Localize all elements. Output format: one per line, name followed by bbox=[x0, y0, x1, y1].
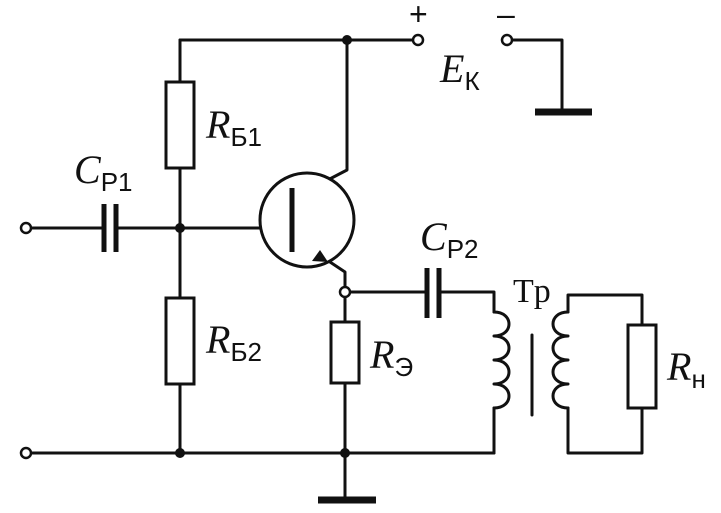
transistor-npn bbox=[258, 171, 356, 269]
wires bbox=[28, 38, 644, 502]
terminal-supply-minus bbox=[500, 33, 514, 47]
label-ek: EК bbox=[439, 46, 480, 96]
junction-dot-top bbox=[342, 35, 352, 45]
capacitor-cp1 bbox=[101, 204, 119, 252]
capacitor-cp2 bbox=[424, 268, 442, 318]
resistor-rb1 bbox=[164, 80, 196, 170]
junction-dot-bottom-left bbox=[175, 448, 185, 458]
terminal-input bbox=[19, 221, 33, 235]
terminal-common bbox=[19, 446, 33, 460]
resistor-re bbox=[329, 320, 361, 385]
secondary-top-wire bbox=[566, 293, 644, 327]
transformer-tp bbox=[492, 310, 570, 417]
label-rb2: RБ2 bbox=[205, 317, 262, 367]
junction-dot-bottom-mid bbox=[340, 448, 350, 458]
resistor-rn bbox=[626, 323, 658, 410]
label-transformer: Tp bbox=[513, 273, 551, 310]
terminal-emitter-output bbox=[338, 285, 352, 299]
resistor-rb2 bbox=[164, 296, 196, 386]
negative-supply-wire bbox=[510, 38, 564, 114]
label-cp2: CP2 bbox=[420, 214, 479, 264]
terminal-supply-plus bbox=[411, 33, 425, 47]
primary-winding bbox=[492, 310, 511, 410]
label-rb1: RБ1 bbox=[205, 102, 262, 152]
label-re: RЭ bbox=[369, 332, 413, 382]
output-wire-right bbox=[439, 290, 496, 314]
label-cp1: CP1 bbox=[74, 147, 133, 197]
junction-dot-base bbox=[175, 223, 185, 233]
secondary-bottom-wire bbox=[566, 406, 644, 455]
emitter-arrow bbox=[312, 250, 328, 262]
secondary-winding bbox=[551, 310, 570, 410]
label-rn: Rн bbox=[666, 344, 706, 394]
label-minus: – bbox=[497, 0, 515, 32]
label-plus: + bbox=[409, 0, 428, 32]
